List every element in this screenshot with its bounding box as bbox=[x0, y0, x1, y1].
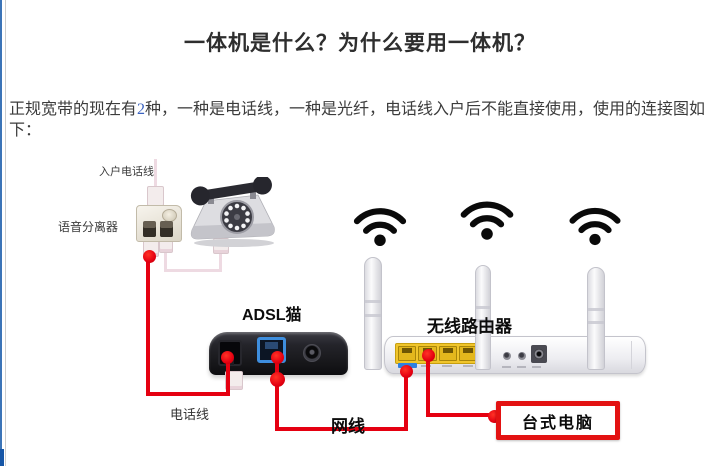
cable-joint-dot bbox=[143, 250, 156, 263]
red-cable-desktop bbox=[426, 355, 430, 417]
port-label-mark bbox=[442, 365, 452, 367]
phone-cord-incoming bbox=[154, 159, 157, 188]
phone-cord-to-telephone bbox=[219, 250, 222, 271]
router-antenna bbox=[364, 257, 382, 370]
router-power-port bbox=[531, 345, 547, 363]
wifi-signal-icon bbox=[569, 208, 621, 246]
cable-joint-dot bbox=[271, 351, 284, 364]
page-title: 一体机是什么？为什么要用一体机？ bbox=[184, 31, 536, 56]
port-label-mark bbox=[463, 365, 473, 367]
adsl-modem-label: ADSL猫 bbox=[242, 307, 302, 324]
red-cable-network bbox=[275, 357, 279, 431]
wireless-router-label: 无线路由器 bbox=[427, 317, 512, 336]
phone-line-label: 电话线 bbox=[170, 407, 210, 422]
red-cable-desktop bbox=[426, 413, 494, 417]
router-port-block bbox=[395, 343, 480, 364]
router-lan-port bbox=[438, 346, 457, 361]
antenna-band bbox=[588, 321, 604, 324]
red-cable-network bbox=[404, 372, 408, 431]
router-panel-divider bbox=[631, 341, 632, 369]
intro-highlight-number: 2 bbox=[137, 101, 146, 118]
cable-joint-dot bbox=[422, 349, 435, 362]
modem-power-port bbox=[303, 344, 321, 362]
control-label-mark bbox=[517, 366, 526, 368]
red-cable-network bbox=[275, 427, 408, 431]
router-antenna bbox=[587, 267, 605, 370]
incoming-phone-line-label: 入户电话线 bbox=[99, 166, 154, 178]
splitter-port bbox=[143, 221, 156, 237]
intro-text-after: 种，一种是电话线，一种是光纤，电话线入户后不能直接使用，使用的连接图如下： bbox=[9, 101, 706, 139]
antenna-band bbox=[588, 308, 604, 311]
cable-joint-dot bbox=[270, 372, 285, 387]
control-label-mark bbox=[532, 366, 541, 368]
antenna-band bbox=[476, 306, 490, 309]
intro-text-before: 正规宽带的现在有 bbox=[9, 101, 138, 118]
wifi-signal-icon bbox=[353, 208, 407, 247]
antenna-band bbox=[476, 319, 490, 322]
reset-hole bbox=[503, 352, 511, 360]
left-edge-divider bbox=[5, 0, 6, 466]
rotary-telephone-image bbox=[190, 177, 275, 247]
cable-joint-dot bbox=[221, 351, 234, 364]
desktop-pc-label: 台式电脑 bbox=[521, 414, 594, 432]
voice-splitter-device bbox=[136, 205, 182, 242]
splitter-port bbox=[160, 221, 173, 237]
voice-splitter-label: 语音分离器 bbox=[58, 220, 119, 234]
phone-cord-to-telephone bbox=[164, 269, 222, 272]
red-cable-phone-line bbox=[226, 359, 230, 396]
phone-cord-to-telephone bbox=[164, 249, 167, 272]
network-cable-label: 网线 bbox=[331, 417, 365, 436]
intro-paragraph: 正规宽带的现在有2种，一种是电话线，一种是光纤，电话线入户后不能直接使用，使用的… bbox=[9, 99, 715, 141]
cable-joint-dot bbox=[400, 365, 413, 378]
bottom-left-accent-bar bbox=[0, 449, 4, 466]
router-wan-port bbox=[398, 346, 417, 361]
router-antenna bbox=[475, 265, 491, 370]
red-cable-phone-line bbox=[146, 256, 150, 396]
wifi-signal-icon bbox=[460, 201, 514, 240]
desktop-pc-callout-box: 台式电脑 bbox=[496, 401, 620, 440]
antenna-band bbox=[365, 314, 381, 317]
left-edge-accent-bar bbox=[0, 0, 2, 466]
wps-hole bbox=[518, 352, 526, 360]
antenna-band bbox=[365, 300, 381, 303]
control-label-mark bbox=[502, 366, 511, 368]
red-cable-phone-line bbox=[146, 392, 230, 396]
